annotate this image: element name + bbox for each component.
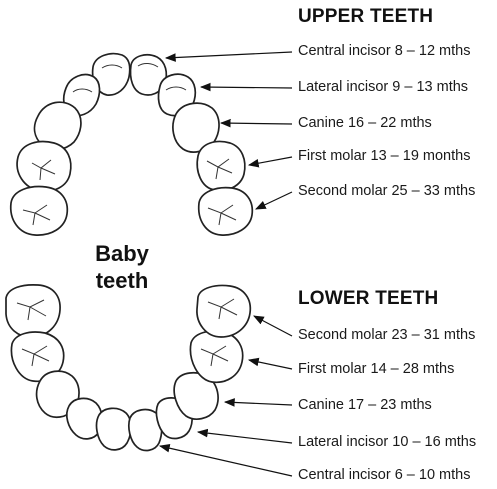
- arrow-upper-central-incisor: [166, 52, 292, 58]
- label-upper-lateral-incisor: Lateral incisor 9 – 13 mths: [298, 79, 468, 95]
- upper-right-first-molar: [197, 142, 245, 191]
- upper-teeth-heading: UPPER TEETH: [298, 6, 433, 28]
- label-upper-first-molar: First molar 13 – 19 months: [298, 148, 470, 164]
- lower-teeth-heading: LOWER TEETH: [298, 288, 438, 310]
- arrow-lower-lateral-incisor: [198, 432, 292, 443]
- lower-left-second-molar: [6, 285, 60, 337]
- upper-right-second-molar: [199, 188, 253, 235]
- title-line-2: teeth: [84, 267, 160, 294]
- arrow-lower-first-molar: [249, 360, 292, 369]
- label-lower-second-molar: Second molar 23 – 31 mths: [298, 327, 475, 343]
- arrow-upper-canine: [221, 123, 292, 124]
- label-lower-central-incisor: Central incisor 6 – 10 mths: [298, 467, 470, 483]
- title-line-1: Baby: [84, 240, 160, 267]
- upper-arch: [11, 54, 253, 235]
- arrow-upper-first-molar: [249, 157, 292, 165]
- label-upper-canine: Canine 16 – 22 mths: [298, 115, 432, 131]
- arrow-lower-canine: [225, 402, 292, 405]
- lower-left-central-incisor: [97, 408, 131, 450]
- label-upper-second-molar: Second molar 25 – 33 mths: [298, 183, 475, 199]
- label-upper-central-incisor: Central incisor 8 – 12 mths: [298, 43, 470, 59]
- lower-right-second-molar: [197, 285, 250, 337]
- label-lower-lateral-incisor: Lateral incisor 10 – 16 mths: [298, 434, 476, 450]
- upper-left-first-molar: [17, 142, 71, 192]
- lower-arch: [6, 285, 250, 451]
- label-lower-canine: Canine 17 – 23 mths: [298, 397, 432, 413]
- arrow-upper-second-molar: [256, 192, 292, 209]
- label-lower-first-molar: First molar 14 – 28 mths: [298, 361, 454, 377]
- arrow-upper-lateral-incisor: [201, 87, 292, 88]
- arrow-lower-second-molar: [254, 316, 292, 336]
- baby-teeth-title: Baby teeth: [84, 240, 160, 294]
- arrow-lower-central-incisor: [160, 446, 292, 476]
